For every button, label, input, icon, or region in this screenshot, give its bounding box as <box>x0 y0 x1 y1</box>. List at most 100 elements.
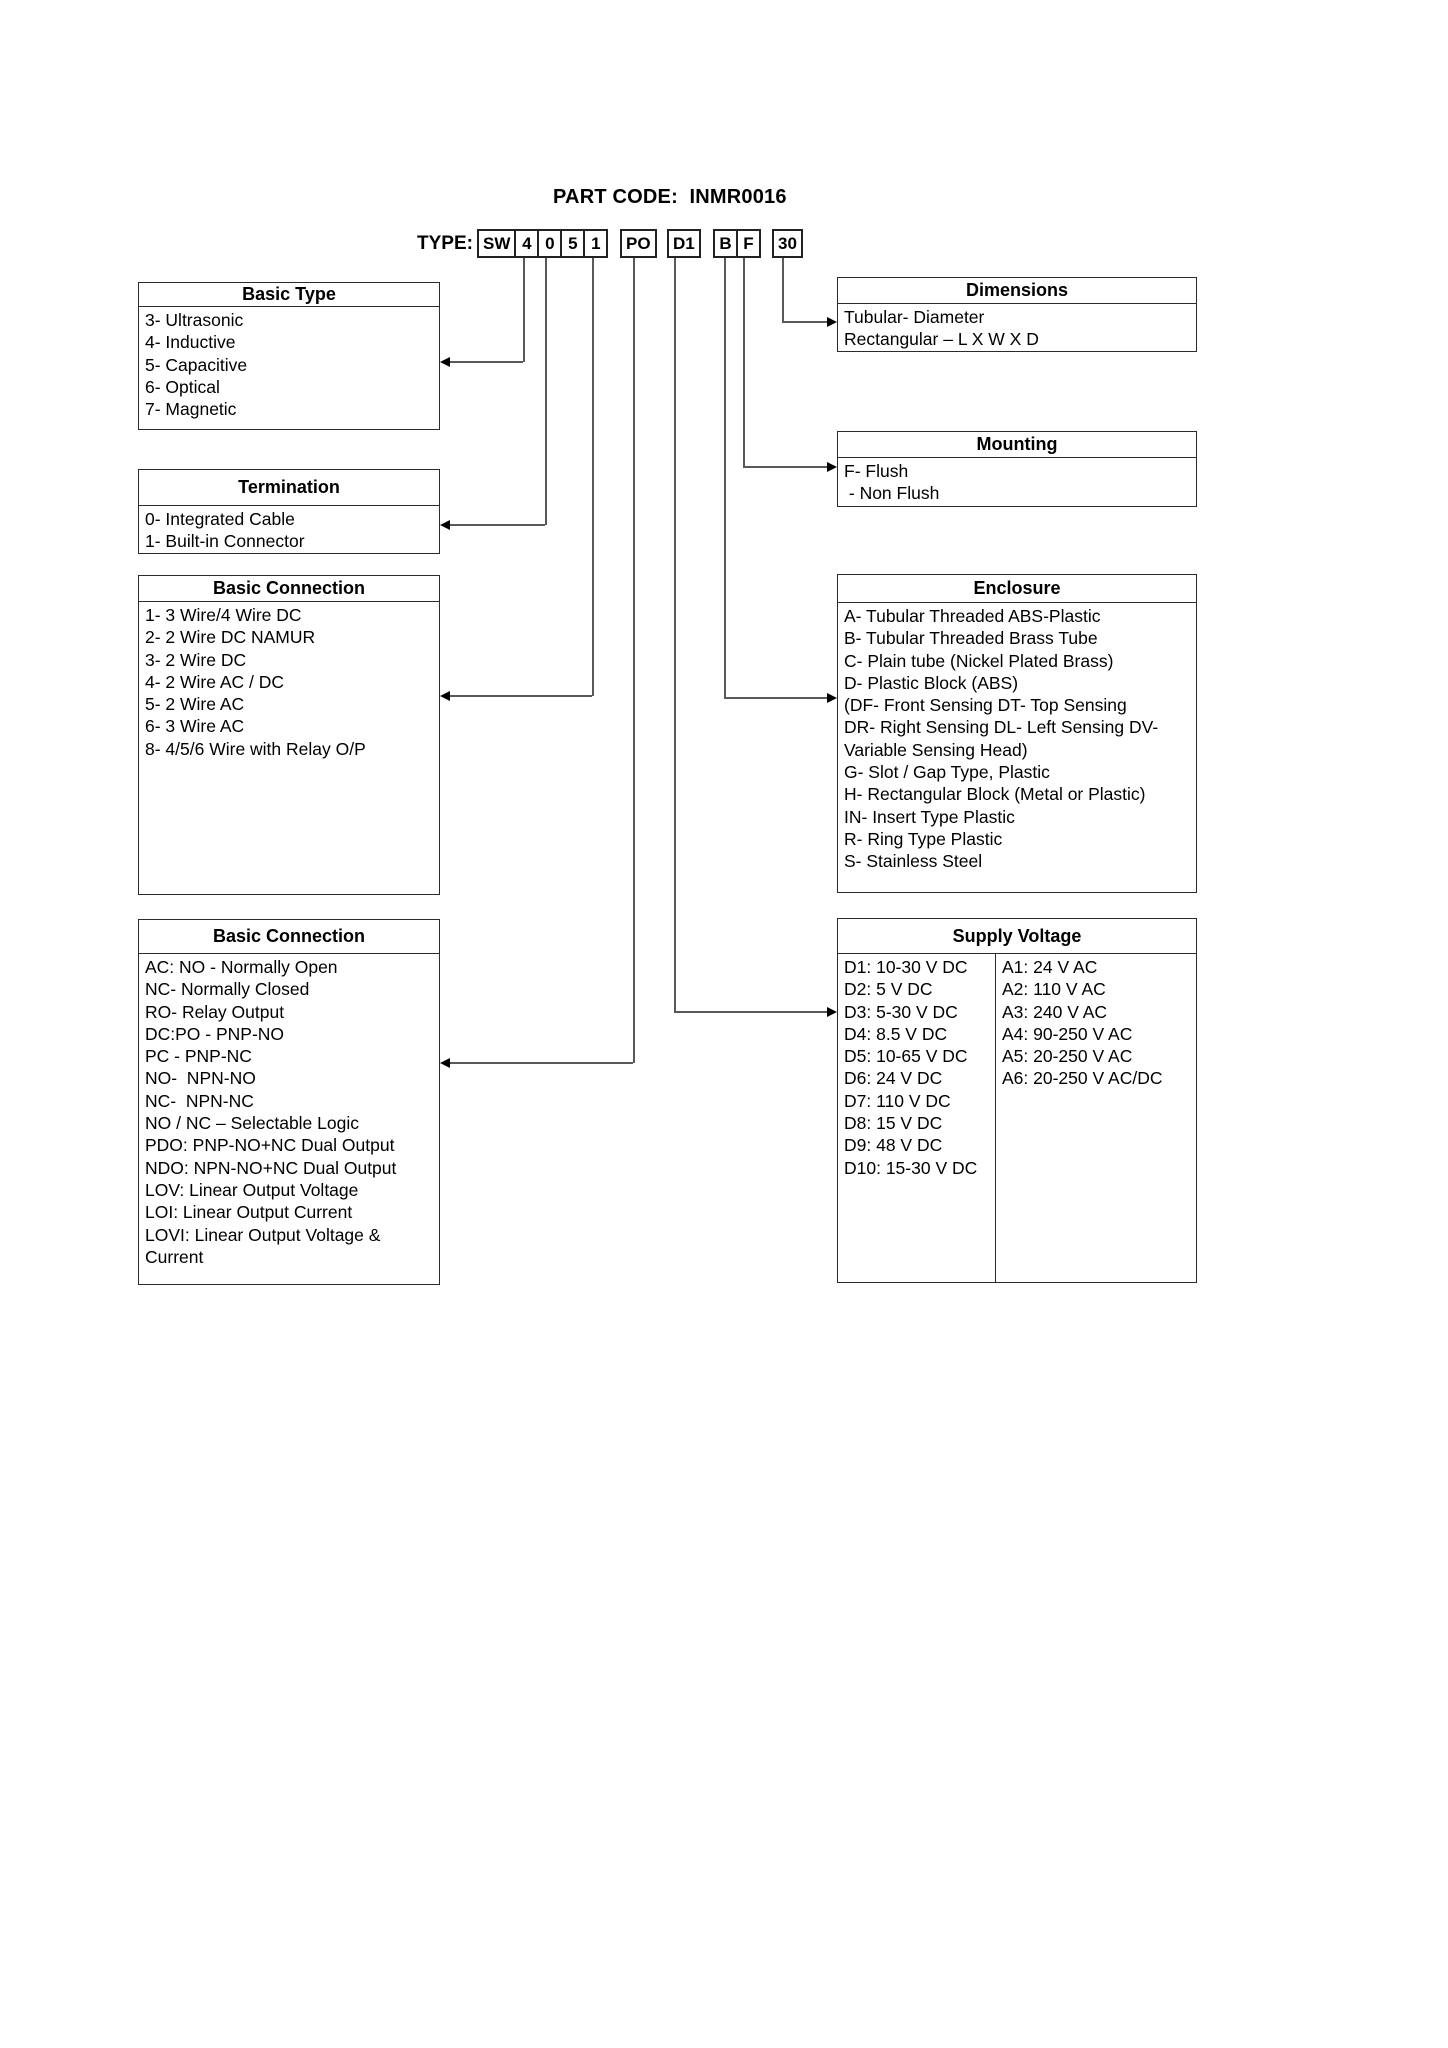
enclosure-item: R- Ring Type Plastic <box>844 828 1003 849</box>
enclosure-box: Enclosure A- Tubular Threaded ABS-Plasti… <box>837 574 1197 893</box>
connector-dimensions-arrowhead-icon <box>827 317 837 327</box>
enclosure-item: (DF- Front Sensing DT- Top Sensing <box>844 695 1127 716</box>
basic-type-item: 6- Optical <box>145 376 220 397</box>
connector-basic-type-vline <box>523 258 525 362</box>
connector-basic-connection2-arrowhead-icon <box>440 1058 450 1068</box>
connector-mounting-vline <box>743 258 745 467</box>
code-cell: 5 <box>562 231 586 256</box>
enclosure-title: Enclosure <box>838 575 1196 603</box>
output-logic-item: LOV: Linear Output Voltage <box>145 1179 359 1200</box>
supply-voltage-dc-item: D10: 15-30 V DC <box>844 1157 978 1178</box>
basic-connection-item: 4- 2 Wire AC / DC <box>145 671 285 692</box>
connector-supply-voltage-hline <box>674 1011 828 1013</box>
output-logic-item: NC- NPN-NC <box>145 1090 254 1111</box>
basic-type-item: 4- Inductive <box>145 332 236 353</box>
basic-type-title: Basic Type <box>139 283 439 307</box>
connector-basic-connection2-vline <box>633 258 635 1063</box>
supply-voltage-dc-item: D6: 24 V DC <box>844 1068 943 1089</box>
output-logic-item: LOVI: Linear Output Voltage & Current <box>145 1224 386 1267</box>
enclosure-item: IN- Insert Type Plastic <box>844 806 1015 827</box>
connector-basic-type-arrowhead-icon <box>440 357 450 367</box>
page-title: PART CODE: INMR0016 <box>553 186 787 208</box>
code-cell: F <box>743 233 754 253</box>
connector-basic-type-hline <box>449 361 523 363</box>
output-logic-item: AC: NO - Normally Open <box>145 957 338 977</box>
code-cell: B <box>715 231 738 256</box>
mounting-item: - Non Flush <box>844 483 940 504</box>
output-logic-item: NC- Normally Closed <box>145 979 310 1000</box>
termination-title: Termination <box>139 470 439 506</box>
enclosure-item: DR- Right Sensing DL- Left Sensing DV- <box>844 717 1159 738</box>
code-cell: 0 <box>539 231 563 256</box>
mounting-box: Mounting F- Flush - Non Flush <box>837 431 1197 507</box>
type-label: TYPE: <box>417 233 473 254</box>
code-cell: SW <box>479 231 517 256</box>
code-segment-supply: D1 <box>667 229 701 258</box>
code-cell: PO <box>626 233 651 253</box>
connector-supply-voltage-vline <box>674 258 676 1012</box>
dimensions-item: Tubular- Diameter <box>844 307 985 327</box>
supply-voltage-dc-item: D3: 5-30 V DC <box>844 1001 958 1022</box>
basic-type-item: 5- Capacitive <box>145 354 248 375</box>
connector-enclosure-vline <box>724 258 726 698</box>
connector-dimensions-hline <box>782 321 828 323</box>
supply-voltage-dc-item: D4: 8.5 V DC <box>844 1023 948 1044</box>
connector-enclosure-hline <box>724 697 828 699</box>
code-segment-dimensions: 30 <box>772 229 803 258</box>
supply-voltage-dc-item: D8: 15 V DC <box>844 1113 943 1134</box>
supply-voltage-ac-item: A2: 110 V AC <box>1002 979 1106 1000</box>
basic-connection-item: 6- 3 Wire AC <box>145 716 245 737</box>
code-cell: 4 <box>516 231 540 256</box>
supply-voltage-ac-item: A4: 90-250 V AC <box>1002 1023 1133 1044</box>
basic-connection-item: 8- 4/5/6 Wire with Relay O/P <box>145 738 366 759</box>
output-logic-item: DC:PO - PNP-NO <box>145 1023 285 1044</box>
supply-voltage-ac-item: A5: 20-250 V AC <box>1002 1046 1133 1067</box>
dimensions-item: Rectangular – L X W X D <box>844 329 1039 350</box>
enclosure-item: H- Rectangular Block (Metal or Plastic) <box>844 784 1146 805</box>
connector-basic-connection2-hline <box>449 1062 633 1064</box>
enclosure-item: B- Tubular Threaded Brass Tube <box>844 628 1098 649</box>
supply-voltage-dc-item: D1: 10-30 V DC <box>844 957 968 977</box>
connector-dimensions-vline <box>782 258 784 322</box>
supply-voltage-dc-item: D9: 48 V DC <box>844 1135 943 1156</box>
connector-basic-connection1-hline <box>449 695 592 697</box>
connector-supply-voltage-arrowhead-icon <box>827 1007 837 1017</box>
enclosure-item: C- Plain tube (Nickel Plated Brass) <box>844 650 1114 671</box>
enclosure-item: S- Stainless Steel <box>844 851 983 872</box>
basic-connection-2-title: Basic Connection <box>139 920 439 954</box>
connector-mounting-hline <box>743 466 828 468</box>
supply-voltage-dc-item: D2: 5 V DC <box>844 979 933 1000</box>
supply-voltage-ac-item: A3: 240 V AC <box>1002 1001 1108 1022</box>
supply-voltage-dc-item: D5: 10-65 V DC <box>844 1046 968 1067</box>
basic-type-item: 3- Ultrasonic <box>145 310 244 330</box>
enclosure-item: A- Tubular Threaded ABS-Plastic <box>844 606 1101 626</box>
mounting-title: Mounting <box>838 432 1196 458</box>
output-logic-item: PDO: PNP-NO+NC Dual Output <box>145 1135 395 1156</box>
basic-connection-item: 2- 2 Wire DC NAMUR <box>145 627 316 648</box>
basic-connection-item: 1- 3 Wire/4 Wire DC <box>145 605 302 625</box>
code-cell: D1 <box>673 233 695 253</box>
connector-mounting-arrowhead-icon <box>827 462 837 472</box>
mounting-items: F- Flush - Non Flush <box>838 458 1196 505</box>
connector-termination-vline <box>545 258 547 525</box>
connector-enclosure-arrowhead-icon <box>827 693 837 703</box>
mounting-item: F- Flush <box>844 461 909 481</box>
enclosure-item: D- Plastic Block (ABS) <box>844 672 1019 693</box>
connector-basic-connection1-vline <box>592 258 594 696</box>
code-segment-output: PO <box>620 229 657 258</box>
enclosure-item: G- Slot / Gap Type, Plastic <box>844 762 1050 783</box>
